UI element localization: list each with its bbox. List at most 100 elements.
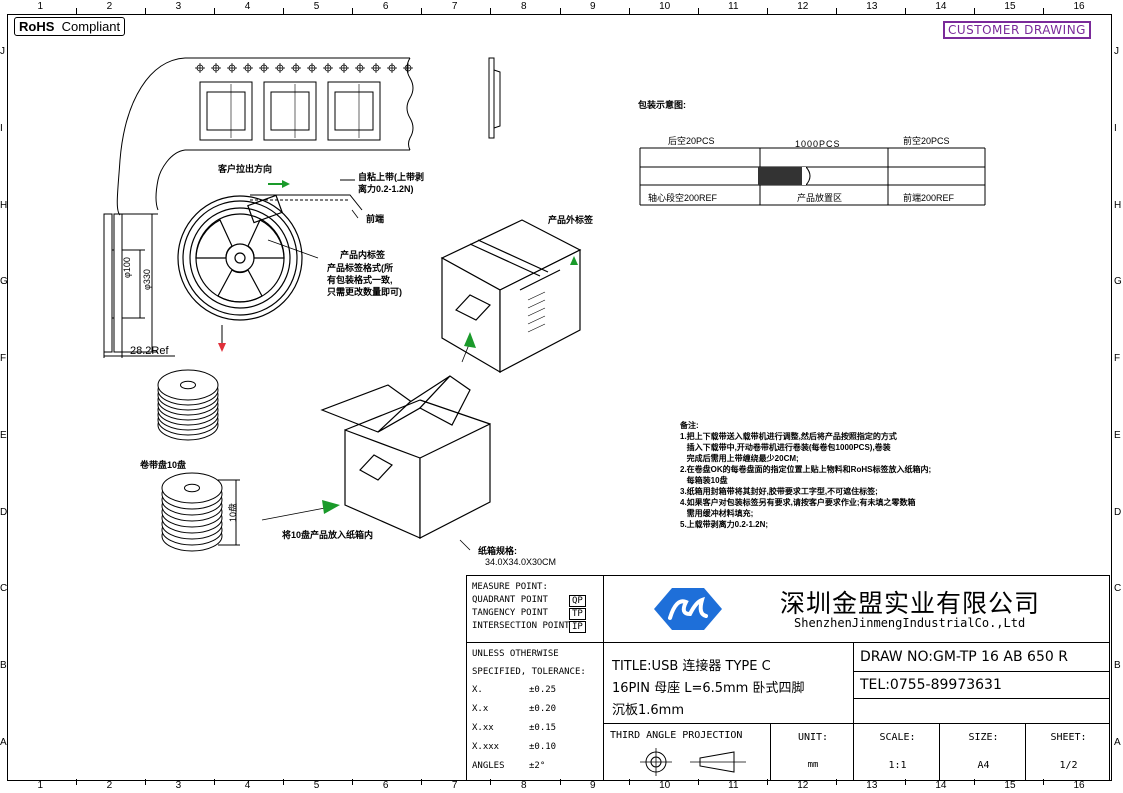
measure-point-label: INTERSECTION POINT bbox=[472, 621, 570, 631]
ruler-col-label: 9 bbox=[590, 1, 596, 12]
ruler-col-label: 12 bbox=[797, 780, 809, 791]
ruler-col-label: 10 bbox=[659, 1, 671, 12]
scale-cell: SCALE: 1:1 bbox=[853, 723, 940, 781]
reel-10-label: 卷带盘10盘 bbox=[140, 460, 187, 470]
ruler-row-label: E bbox=[1114, 429, 1121, 441]
ruler-col-label: 3 bbox=[175, 1, 182, 12]
unit-cell: UNIT: mm bbox=[770, 723, 854, 781]
ruler-tick bbox=[628, 779, 630, 785]
ruler-row-label: G bbox=[1114, 276, 1122, 288]
size-label: SIZE: bbox=[968, 732, 999, 743]
tolerance-cell: UNLESS OTHERWISE SPECIFIED, TOLERANCE: X… bbox=[466, 642, 604, 781]
note-line: 5.上载带剥离力0.2-1.2N; bbox=[680, 520, 769, 529]
unit-label: UNIT: bbox=[797, 732, 829, 743]
note-line: 3.纸箱用封箱带将其封好,胶带要求工字型,不可遮住标签; bbox=[680, 487, 878, 496]
ruler-tick bbox=[835, 779, 837, 785]
measure-point-label: QUADRANT POINT bbox=[472, 595, 548, 605]
reel-hub bbox=[184, 483, 200, 493]
ruler-col-label: 10 bbox=[659, 780, 671, 791]
ruler-tick bbox=[904, 779, 906, 785]
measure-point-label: TANGENCY POINT bbox=[472, 608, 548, 618]
ruler-col-label: 8 bbox=[520, 1, 527, 12]
tolerance-key: X.x bbox=[472, 704, 489, 714]
label-mark bbox=[527, 323, 546, 333]
tolerance-key: X.xx bbox=[472, 723, 494, 733]
tolerance-key: ANGLES bbox=[472, 761, 505, 771]
reel-stack-small bbox=[157, 369, 219, 441]
ruler-row-label: J bbox=[1114, 46, 1119, 58]
note-line: 需用缓冲材料填充; bbox=[680, 509, 754, 518]
ruler-tick bbox=[421, 779, 423, 785]
ruler-tick bbox=[766, 779, 768, 785]
measure-point-code: IP bbox=[569, 621, 586, 633]
self-adhesive-label-2: 离力0.2-1.2N) bbox=[358, 184, 414, 194]
size-value: A4 bbox=[977, 760, 990, 771]
ruler-tick bbox=[1042, 8, 1044, 14]
ruler-tick bbox=[973, 8, 975, 14]
dia330-label: φ330 bbox=[142, 269, 152, 290]
blank-cell bbox=[853, 698, 1110, 724]
ruler-row-label: D bbox=[0, 506, 8, 518]
note-line: 完成后需用上带缠绕最少20CM; bbox=[680, 454, 799, 463]
ruler-row-label: E bbox=[0, 429, 7, 441]
tolerance-value: ±0.15 bbox=[529, 723, 557, 733]
ruler-col-label: 15 bbox=[1004, 780, 1016, 791]
scale-label: SCALE: bbox=[879, 732, 916, 743]
tolerance-key: X. bbox=[472, 685, 483, 695]
customer-drawing-badge: CUSTOMER DRAWING bbox=[943, 21, 1091, 39]
tel-cell: TEL:0755-89973631 bbox=[853, 671, 1110, 699]
ruler-row-label: B bbox=[0, 659, 7, 671]
ruler-tick bbox=[283, 779, 285, 785]
company-logo-icon bbox=[654, 588, 722, 630]
ruler-tick bbox=[490, 779, 492, 785]
ruler-col-label: 16 bbox=[1073, 1, 1085, 12]
inner-label-format-3: 只需更改数量即可) bbox=[327, 287, 402, 297]
ruler-col-label: 5 bbox=[313, 780, 320, 791]
ruler-col-label: 9 bbox=[590, 780, 596, 791]
ruler-row-label: A bbox=[1114, 736, 1121, 748]
ruler-tick bbox=[214, 8, 216, 14]
put-in-box-label: 将10盘产品放入纸箱内 bbox=[282, 530, 374, 540]
measure-title: MEASURE POINT: bbox=[472, 582, 548, 592]
ruler-tick bbox=[835, 8, 837, 14]
ruler-row-label: H bbox=[0, 199, 8, 211]
sheet-value: 1/2 bbox=[1059, 760, 1078, 771]
dia100-label: φ100 bbox=[122, 257, 132, 278]
ruler-col-label: 16 bbox=[1073, 780, 1085, 791]
ten-reels-height: 10盘 bbox=[228, 502, 238, 522]
ruler-tick bbox=[628, 8, 630, 14]
scale-value: 1:1 bbox=[888, 760, 907, 771]
ruler-col-label: 1 bbox=[37, 1, 44, 12]
unit-value: mm bbox=[807, 760, 819, 770]
ruler-tick bbox=[697, 8, 699, 14]
note-line: 1.把上下载带送入载带机进行调整,然后将产品按照指定的方式 bbox=[680, 432, 897, 441]
ruler-col-label: 15 bbox=[1004, 1, 1016, 12]
pull-direction-label: 客户拉出方向 bbox=[218, 164, 273, 174]
ruler-row-label: J bbox=[0, 46, 5, 58]
note-line: 每箱装10盘 bbox=[680, 476, 728, 485]
ruler-col-label: 6 bbox=[382, 780, 389, 791]
ruler-tick bbox=[283, 8, 285, 14]
ruler-tick bbox=[490, 8, 492, 14]
ref-width-label: 28.2Ref bbox=[130, 345, 169, 357]
ruler-tick bbox=[559, 779, 561, 785]
ruler-col-label: 12 bbox=[797, 1, 809, 12]
reel-hub bbox=[180, 380, 196, 390]
ruler-row-label: C bbox=[0, 583, 8, 595]
ruler-col-label: 2 bbox=[106, 1, 113, 12]
ruler-col-label: 13 bbox=[866, 1, 878, 12]
ruler-row-label: D bbox=[1114, 506, 1122, 518]
title-line1: TITLE:USB 连接器 TYPE C bbox=[612, 659, 771, 674]
label-mark bbox=[527, 299, 546, 309]
inner-label-title: 产品内标签 bbox=[340, 250, 386, 260]
reel-side-view bbox=[103, 213, 175, 358]
tolerance-line2: SPECIFIED, TOLERANCE: bbox=[472, 667, 586, 677]
ruler-col-label: 7 bbox=[451, 780, 458, 791]
reel-stack-large bbox=[161, 472, 223, 552]
tolerance-value: ±0.25 bbox=[529, 685, 557, 695]
tolerance-value: ±2° bbox=[529, 761, 546, 771]
